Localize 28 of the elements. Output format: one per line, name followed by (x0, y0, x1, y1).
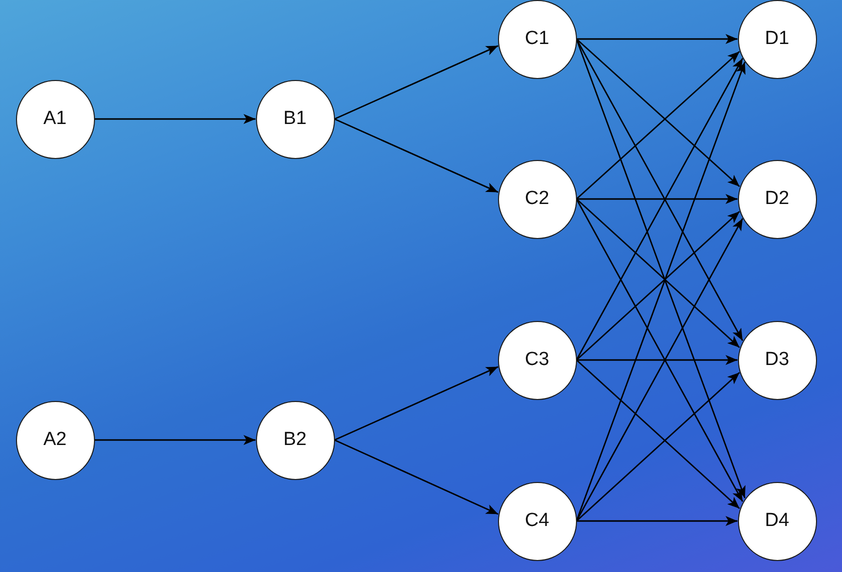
arrow (576, 50, 740, 200)
node-label: C4 (524, 510, 550, 532)
arrow (576, 359, 740, 510)
arrow (576, 38, 740, 188)
arrow (94, 435, 256, 445)
node-label: D1 (764, 28, 790, 50)
node-label: C3 (524, 350, 550, 370)
node-label: A1 (43, 108, 67, 130)
node-label: A2 (43, 430, 67, 450)
arrow (576, 34, 738, 44)
arrow (576, 516, 738, 526)
arrow (334, 45, 498, 120)
arrow (576, 355, 738, 365)
node-label: B1 (283, 108, 307, 130)
arrow (576, 198, 740, 348)
node-label: B2 (283, 430, 307, 450)
arrow (94, 114, 256, 124)
node-label: D4 (764, 510, 790, 532)
arrow (576, 210, 740, 361)
node-label: D2 (764, 188, 790, 210)
node-label: C1 (524, 28, 550, 50)
arrow (576, 372, 740, 522)
arrow (576, 194, 738, 204)
node-label: C2 (524, 188, 550, 210)
arrow (334, 118, 498, 193)
arrow (334, 439, 498, 515)
node-label: D3 (764, 350, 790, 370)
arrow (334, 366, 498, 441)
